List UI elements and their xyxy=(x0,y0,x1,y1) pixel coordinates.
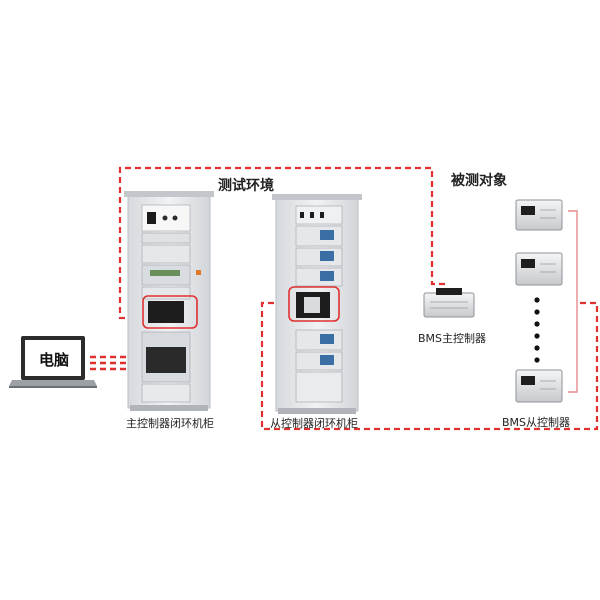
slave-loop-line xyxy=(260,301,599,431)
laptop-icon xyxy=(9,336,97,388)
test-env-loop-line xyxy=(118,166,445,320)
master-cabinet-icon xyxy=(124,191,214,411)
test-env-label: 测试环境 xyxy=(218,178,274,194)
master-highlight-box xyxy=(142,295,198,329)
bms-slave-ecu-1-icon xyxy=(515,199,563,231)
bms-master-ecu-icon xyxy=(423,288,475,318)
slave-highlight-box xyxy=(288,286,340,322)
bms-slave-ecu-2-icon xyxy=(515,252,563,286)
dut-label: 被测对象 xyxy=(451,173,507,189)
slave-cabinet-label: 从控制器闭环机柜 xyxy=(270,417,358,430)
connection-lines xyxy=(90,166,599,431)
master-cabinet-label: 主控制器闭环机柜 xyxy=(126,417,214,430)
ellipsis-dots xyxy=(534,297,540,363)
bms-master-label: BMS主控制器 xyxy=(418,332,487,345)
bms-slave-label: BMS从控制器 xyxy=(502,416,571,429)
laptop-label: 电脑 xyxy=(39,351,70,369)
slave-group-bracket xyxy=(568,210,578,393)
slave-cabinet-icon xyxy=(272,194,362,414)
bms-slave-ecu-n-icon xyxy=(515,369,563,403)
